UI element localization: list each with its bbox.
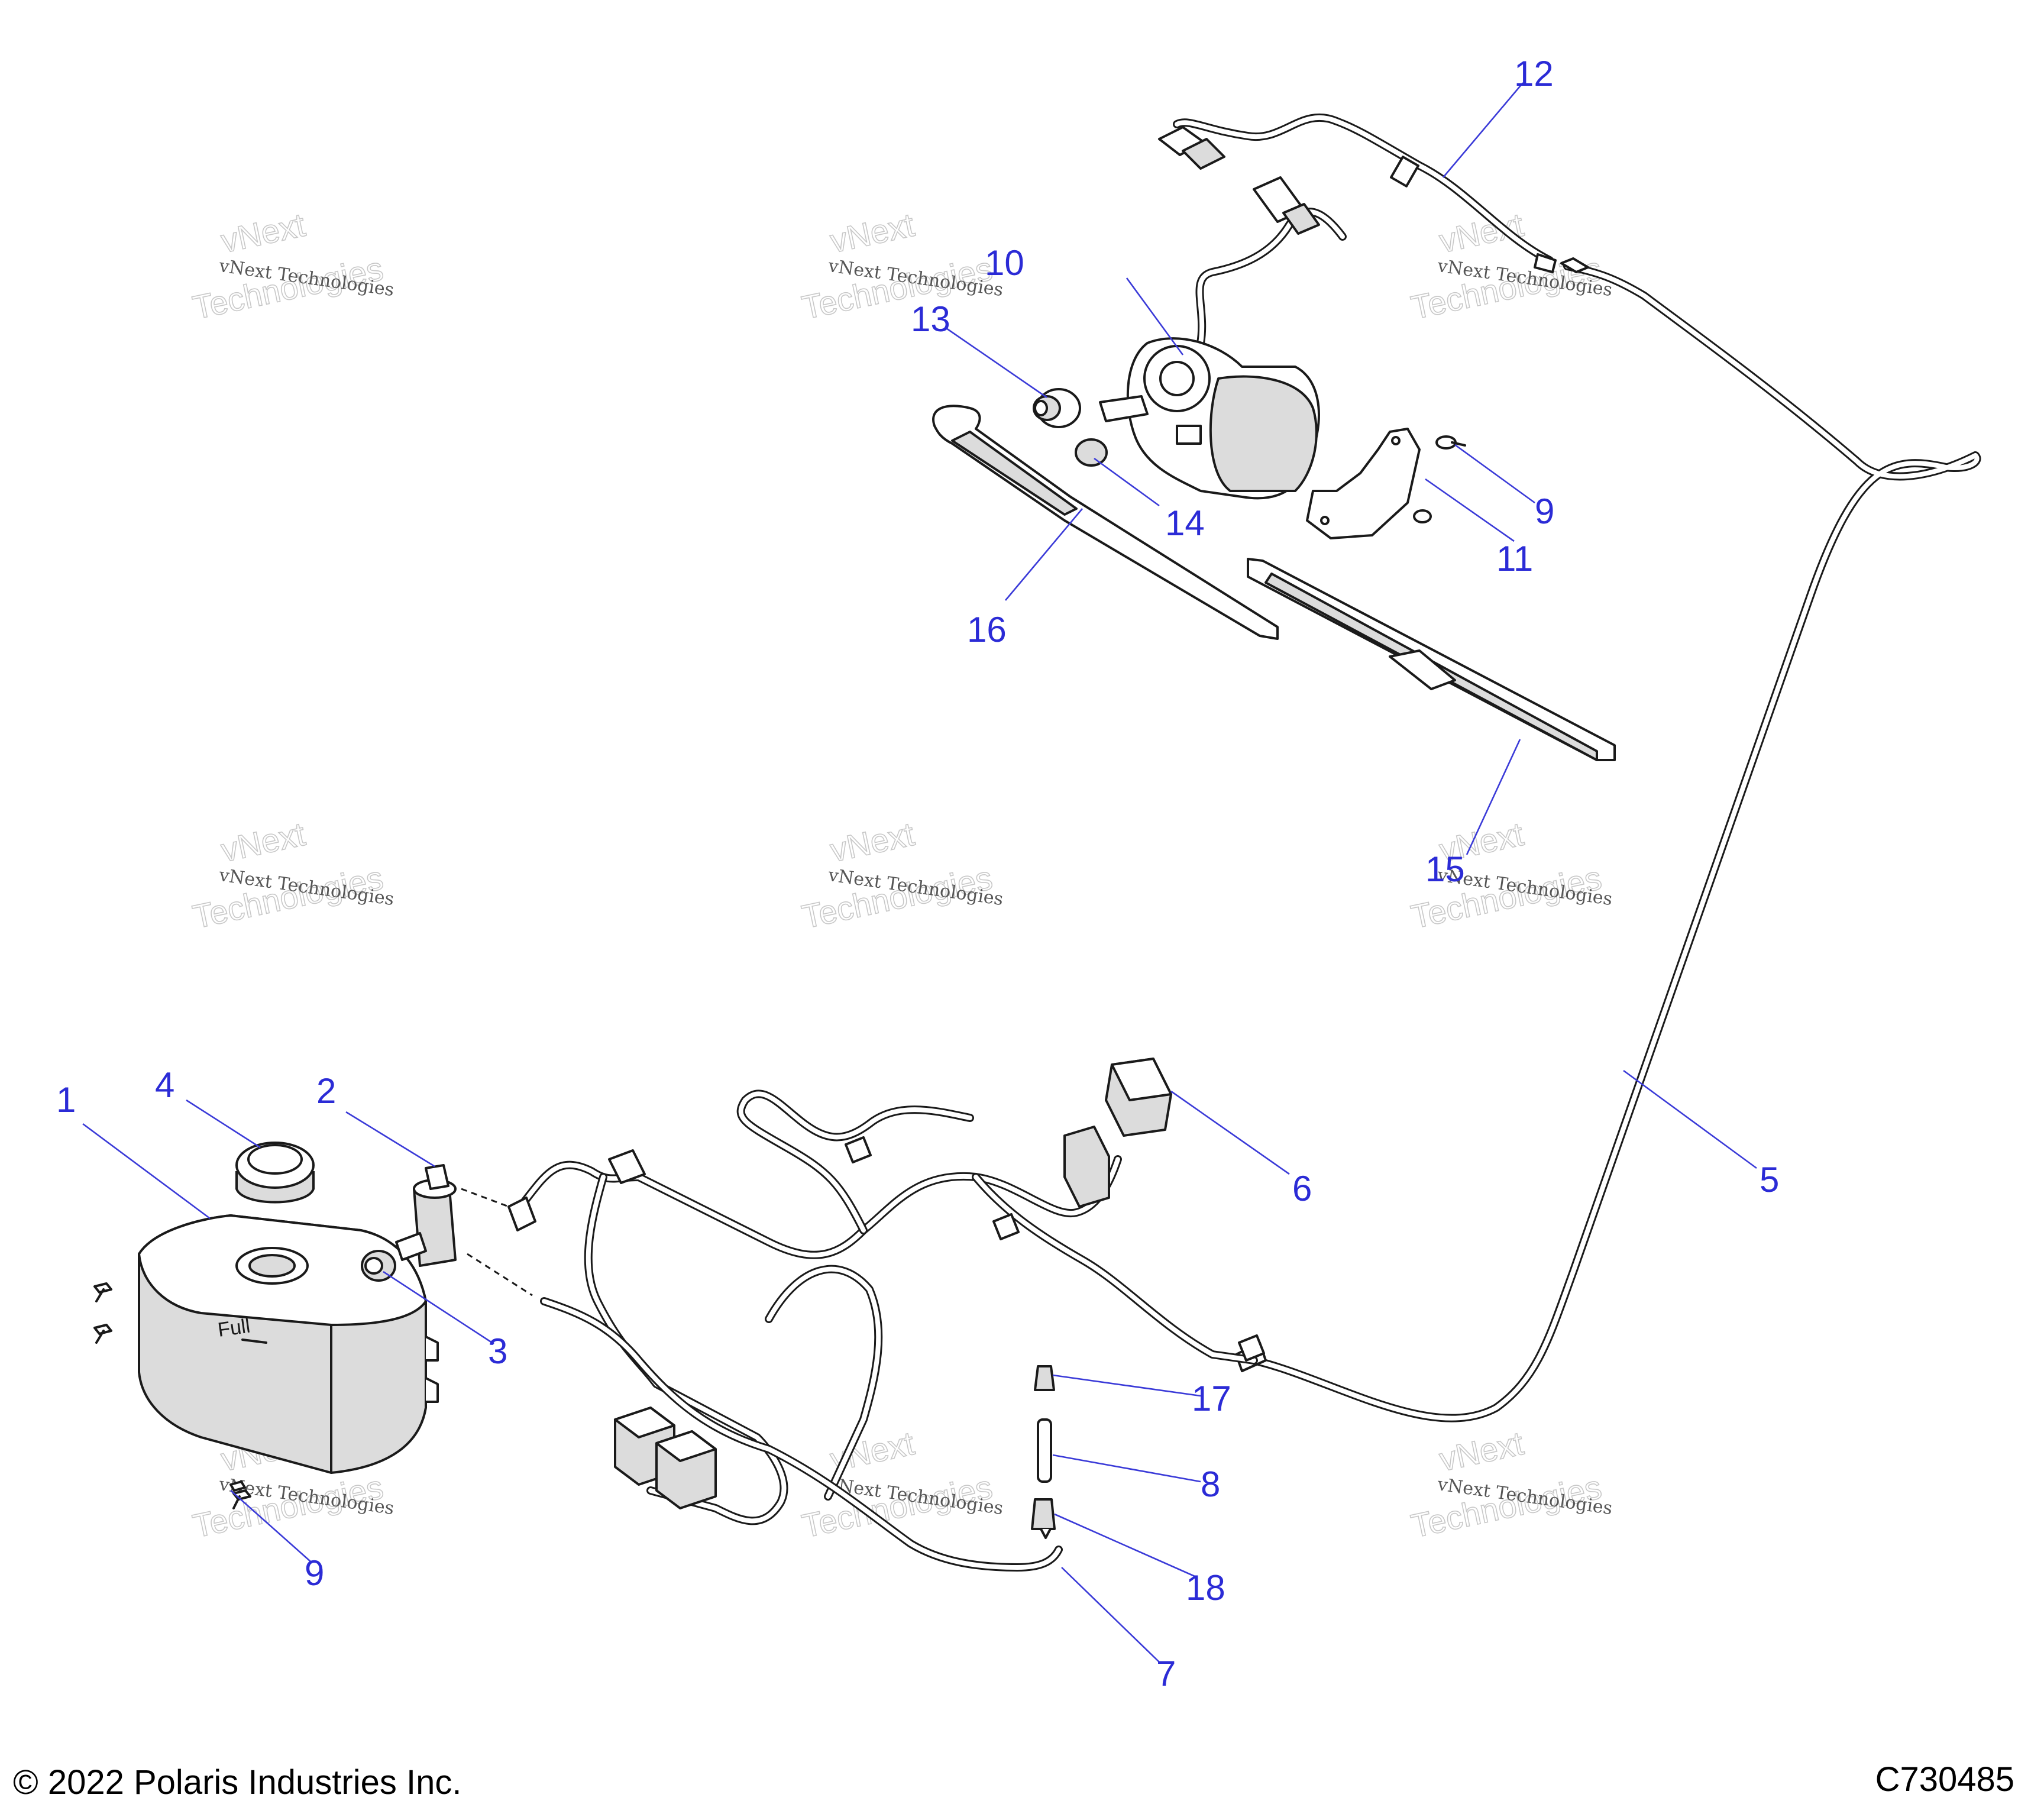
callout-9-upper: 9 [1535, 492, 1554, 531]
tank-screw [229, 1480, 246, 1492]
watermark: vNext Technologies vNext Technologies [798, 205, 1005, 326]
watermark: vNext Technologies vNext Technologies [189, 814, 396, 936]
wiper-shaft-cap [1075, 438, 1108, 467]
lower-harness [461, 1089, 1265, 1572]
callout-6: 6 [1292, 1169, 1312, 1208]
callout-4: 4 [155, 1065, 174, 1105]
callout-12: 12 [1514, 54, 1554, 93]
svg-text:vNext: vNext [827, 815, 918, 869]
callout-7: 7 [1156, 1654, 1176, 1693]
check-valve [1034, 1365, 1055, 1391]
bracket-screw [1435, 435, 1466, 450]
wiper-arm [932, 405, 1279, 640]
callout-8: 8 [1201, 1464, 1220, 1504]
motor-bracket [1306, 428, 1421, 539]
callout-11: 11 [1496, 539, 1533, 578]
reservoir-cap [235, 1142, 315, 1204]
callout-2: 2 [316, 1071, 336, 1111]
callout-17: 17 [1192, 1379, 1231, 1418]
copyright-notice: © 2022 Polaris Industries Inc. [13, 1763, 462, 1802]
leader-lines [82, 82, 1757, 1663]
hose-nozzle [1031, 1498, 1056, 1539]
callout-15: 15 [1425, 849, 1465, 889]
watermark: vNext Technologies vNext Technologies [1408, 1424, 1614, 1545]
relay [655, 1430, 717, 1509]
callout-18: 18 [1186, 1568, 1225, 1608]
watermark: vNext Technologies vNext Technologies [798, 814, 1005, 936]
motor-harness [1158, 114, 1557, 273]
svg-text:vNext: vNext [218, 206, 309, 260]
wiper-shaft-nut [1033, 388, 1081, 428]
callout-5: 5 [1760, 1160, 1779, 1200]
callout-labels: 1 2 3 4 5 6 7 8 9 9 10 11 12 13 14 15 16… [56, 54, 1779, 1693]
hose-section [1037, 1418, 1052, 1483]
callout-10: 10 [985, 243, 1024, 283]
washer-pump [395, 1164, 457, 1267]
callout-3: 3 [488, 1331, 507, 1371]
callout-16: 16 [967, 610, 1007, 649]
callout-14: 14 [1165, 503, 1205, 543]
svg-text:vNext: vNext [827, 206, 918, 260]
callout-13: 13 [911, 299, 950, 339]
svg-text:vNext: vNext [1436, 1424, 1527, 1478]
washer-hose-main [1235, 257, 1981, 1422]
callout-9-lower: 9 [305, 1553, 324, 1593]
tank-fill-label: Full [216, 1315, 252, 1341]
washer-reservoir: Full [138, 1214, 439, 1474]
svg-text:vNext: vNext [218, 815, 309, 869]
wiper-blade [1247, 558, 1616, 761]
watermark: vNext Technologies vNext Technologies [189, 205, 396, 326]
tank-screw [93, 1282, 112, 1302]
bracket-screw [1413, 509, 1432, 523]
tank-screw [93, 1324, 112, 1344]
harness-connector [1063, 1058, 1172, 1208]
wiper-motor [1099, 176, 1347, 500]
callout-1: 1 [56, 1080, 76, 1120]
figure-id: C730485 [1875, 1760, 2014, 1799]
